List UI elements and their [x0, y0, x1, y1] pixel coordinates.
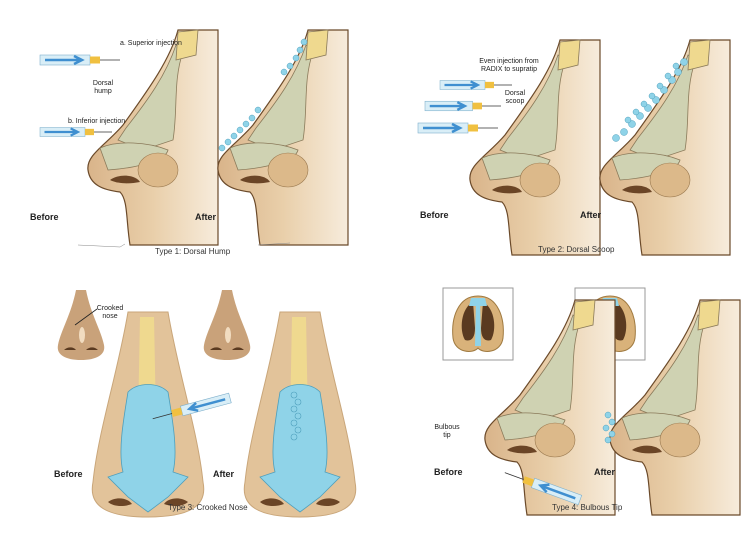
signature: [257, 242, 291, 246]
panel4-after-label: After: [594, 467, 616, 477]
superior-injection-label: a. Superior injection: [120, 40, 182, 47]
panel2-filler-beads: [612, 58, 688, 142]
panel1-inferior-syringe: [38, 126, 114, 138]
panel4-caption: Type 4: Bulbous Tip: [552, 503, 623, 512]
panel1-before-label: Before: [30, 212, 59, 222]
panel2-before-label: Before: [420, 210, 449, 220]
panel3-filler-beads: [290, 391, 302, 441]
inferior-injection-label: b. Inferior injection: [68, 118, 126, 125]
panel1-caption: Type 1: Dorsal Hump: [155, 247, 231, 256]
panel3-before-small-nose: [57, 290, 105, 360]
panel2-syringe-1: [438, 79, 514, 91]
crooked-nose-label: Crooked nose: [96, 305, 124, 320]
bulbous-tip-label: Bulbous tip: [434, 424, 460, 439]
panel3-before-label: Before: [54, 469, 83, 479]
panel4-filler-beads: [602, 411, 616, 444]
panel1-superior-syringe: [38, 53, 122, 67]
panel2-caption: Type 2: Dorsal Scoop: [538, 245, 615, 254]
panel4-before-label: Before: [434, 467, 463, 477]
even-injection-label: Even injection from RADIX to supratip: [479, 58, 539, 73]
panel2-after-profile: [599, 39, 731, 256]
panel1-filler-beads: [218, 38, 308, 152]
panel2-syringe-3: [416, 121, 500, 135]
panel3-after-small-nose: [203, 290, 251, 360]
panel4-before-inset: [442, 287, 514, 361]
panel1-after-profile: [217, 29, 349, 246]
dorsal-scoop-label: Dorsal scoop: [504, 90, 526, 105]
panel2-after-label: After: [580, 210, 602, 220]
panel2-syringe-2: [423, 100, 503, 112]
crooked-pointer: [74, 308, 98, 326]
panel3-after-label: After: [213, 469, 235, 479]
panel1-after-label: After: [195, 212, 217, 222]
signature: [77, 243, 126, 248]
dorsal-hump-label: Dorsal hump: [92, 80, 114, 95]
panel3-caption: Type 3: Crooked Nose: [168, 503, 248, 512]
